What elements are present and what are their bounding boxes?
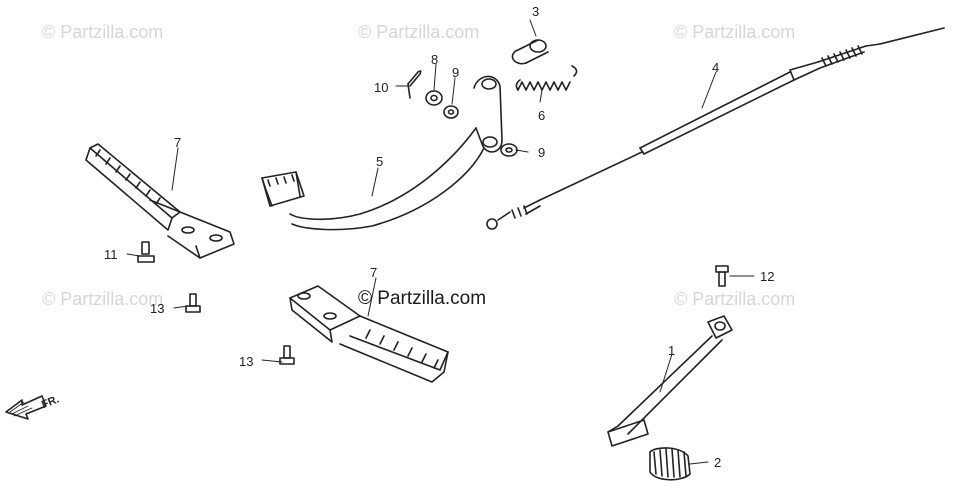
footpeg-part-7-upper (85, 143, 235, 259)
watermark-top-center: © Partzilla.com (358, 22, 480, 42)
bolt-part-13-upper (185, 293, 201, 313)
spring-part-6 (515, 65, 578, 91)
watermark-top-right: © Partzilla.com (674, 22, 796, 42)
callout-2: 2 (714, 455, 722, 470)
watermark-center: © Partzilla.com (358, 288, 487, 309)
front-arrow-icon (5, 395, 47, 420)
watermark-mid-right: © Partzilla.com (674, 289, 796, 309)
bolt-part-12 (715, 265, 729, 287)
washer-part-8 (425, 90, 443, 106)
callout-4: 4 (712, 60, 720, 75)
callout-8: 8 (431, 52, 439, 67)
callout-1: 1 (668, 343, 676, 358)
brake-pedal-part-5 (261, 75, 503, 231)
bolt-part-13-lower (279, 345, 295, 365)
callout-13-lower: 13 (239, 354, 254, 369)
callout-5: 5 (376, 154, 384, 169)
callout-3: 3 (532, 4, 540, 19)
callout-9-top: 9 (452, 65, 460, 80)
callout-7-upper: 7 (174, 135, 182, 150)
washer-part-9-bottom (500, 143, 518, 157)
callout-13-upper: 13 (150, 301, 165, 316)
brake-cable-part-4 (486, 27, 945, 230)
callout-12: 12 (760, 269, 775, 284)
rubber-part-2 (649, 447, 691, 481)
watermark-mid-left: © Partzilla.com (42, 289, 164, 309)
callout-7-lower: 7 (370, 265, 378, 280)
callout-10: 10 (374, 80, 389, 95)
callout-6: 6 (538, 108, 546, 123)
bolt-part-11 (137, 241, 155, 263)
callout-9-bottom: 9 (538, 145, 546, 160)
washer-part-9-top (443, 105, 459, 119)
leader-lines (126, 19, 755, 465)
callout-11: 11 (104, 247, 118, 262)
watermark-top-left: © Partzilla.com (42, 22, 164, 42)
shift-pedal-part-1 (607, 315, 733, 447)
cotter-pin-part-10 (407, 70, 422, 99)
collar-part-3 (511, 39, 549, 65)
footpeg-part-7-lower (289, 285, 449, 383)
